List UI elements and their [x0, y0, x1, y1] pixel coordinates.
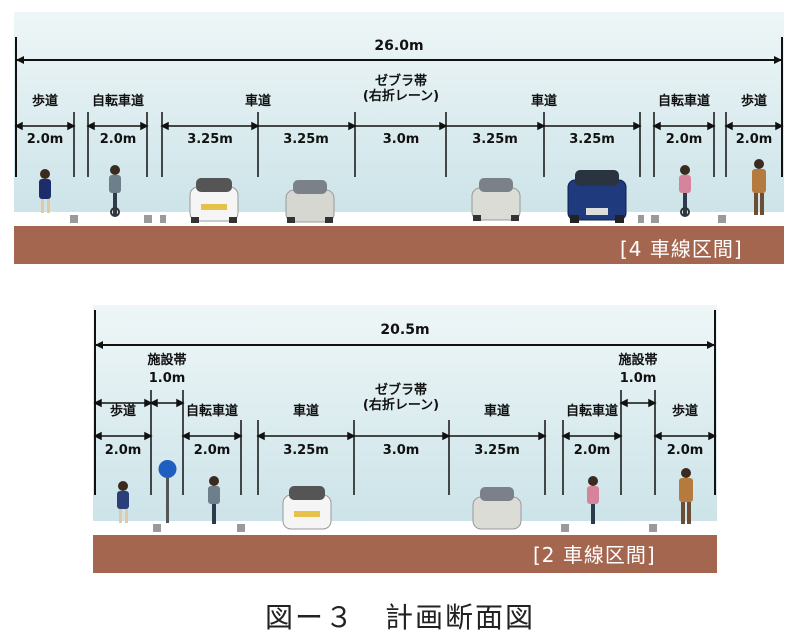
total-width-label: 20.5m [380, 322, 430, 338]
soil-layer [14, 224, 784, 264]
lane-width: 3.25m [569, 132, 615, 147]
lane-width: 3.0m [382, 132, 420, 147]
lane-label-zebra: ゼブラ帯 (右折レーン) [362, 74, 440, 104]
lane-label-facility-right: 施設帯 [618, 353, 658, 368]
lane-label-road-left: 車道 [292, 404, 320, 419]
lane-label-bike-right: 自転車道 [657, 94, 711, 109]
cyclist-icon [208, 476, 220, 524]
lane-label-road-left: 車道 [244, 94, 272, 109]
lane-width: 2.0m [99, 132, 137, 147]
section-label-2-lane: [2 車線区間] [533, 543, 656, 567]
lane-width: 2.0m [665, 132, 703, 147]
lane-width: 2.0m [666, 443, 704, 458]
soil-layer [93, 531, 717, 573]
total-width-label: 26.0m [374, 38, 424, 54]
car-icon [285, 180, 335, 223]
cross-section-4-lane: 26.0m 歩道 自転車道 車道 ゼブラ帯 (右折レーン) 車道 自転車道 歩道… [14, 12, 784, 264]
lane-label-sidewalk-right: 歩道 [671, 404, 699, 419]
cyclist-icon [109, 165, 121, 217]
section-label-4-lane: [4 車線区間] [620, 237, 743, 261]
lane-width: 3.25m [472, 132, 518, 147]
lane-label-sidewalk-left: 歩道 [109, 404, 137, 419]
lane-label-sidewalk-right: 歩道 [740, 94, 768, 109]
lane-label-zebra: ゼブラ帯 (右折レーン) [362, 383, 440, 413]
lane-width: 1.0m [148, 371, 186, 386]
lane-width: 3.25m [474, 443, 520, 458]
cyclist-icon [679, 165, 691, 217]
lane-width: 3.25m [283, 132, 329, 147]
lane-label-facility-left: 施設帯 [147, 353, 187, 368]
lane-width: 3.25m [283, 443, 329, 458]
lane-label-bike-right: 自転車道 [565, 404, 619, 419]
lane-label-road-right: 車道 [483, 404, 511, 419]
lane-width: 2.0m [193, 443, 231, 458]
pedestrian-icon [752, 159, 766, 215]
lane-width: 1.0m [619, 371, 657, 386]
pedestrian-icon [117, 481, 129, 523]
lane-label-road-right: 車道 [530, 94, 558, 109]
pedestrian-icon [39, 169, 51, 213]
car-icon [567, 170, 627, 223]
lane-width: 3.25m [187, 132, 233, 147]
cyclist-icon [587, 476, 599, 524]
road-sign-icon [158, 460, 177, 523]
section-4-lane-graphic [14, 12, 784, 264]
car-icon [189, 178, 239, 223]
car-icon [282, 486, 332, 530]
lane-label-sidewalk-left: 歩道 [31, 94, 59, 109]
car-icon [471, 178, 521, 221]
lane-width: 3.0m [382, 443, 420, 458]
lane-label-bike-left: 自転車道 [185, 404, 239, 419]
pedestrian-icon [679, 468, 693, 524]
lane-width: 2.0m [573, 443, 611, 458]
section-2-lane-graphic [93, 305, 717, 573]
lane-width: 2.0m [26, 132, 64, 147]
car-icon [472, 487, 522, 530]
lane-width: 2.0m [104, 443, 142, 458]
figure-caption: 図ー３ 計画断面図 [264, 601, 535, 634]
cross-section-2-lane: 20.5m 施設帯 1.0m 施設帯 1.0m 歩道 自転車道 車道 ゼブラ帯 … [93, 305, 717, 573]
lane-width: 2.0m [735, 132, 773, 147]
lane-label-bike-left: 自転車道 [91, 94, 145, 109]
